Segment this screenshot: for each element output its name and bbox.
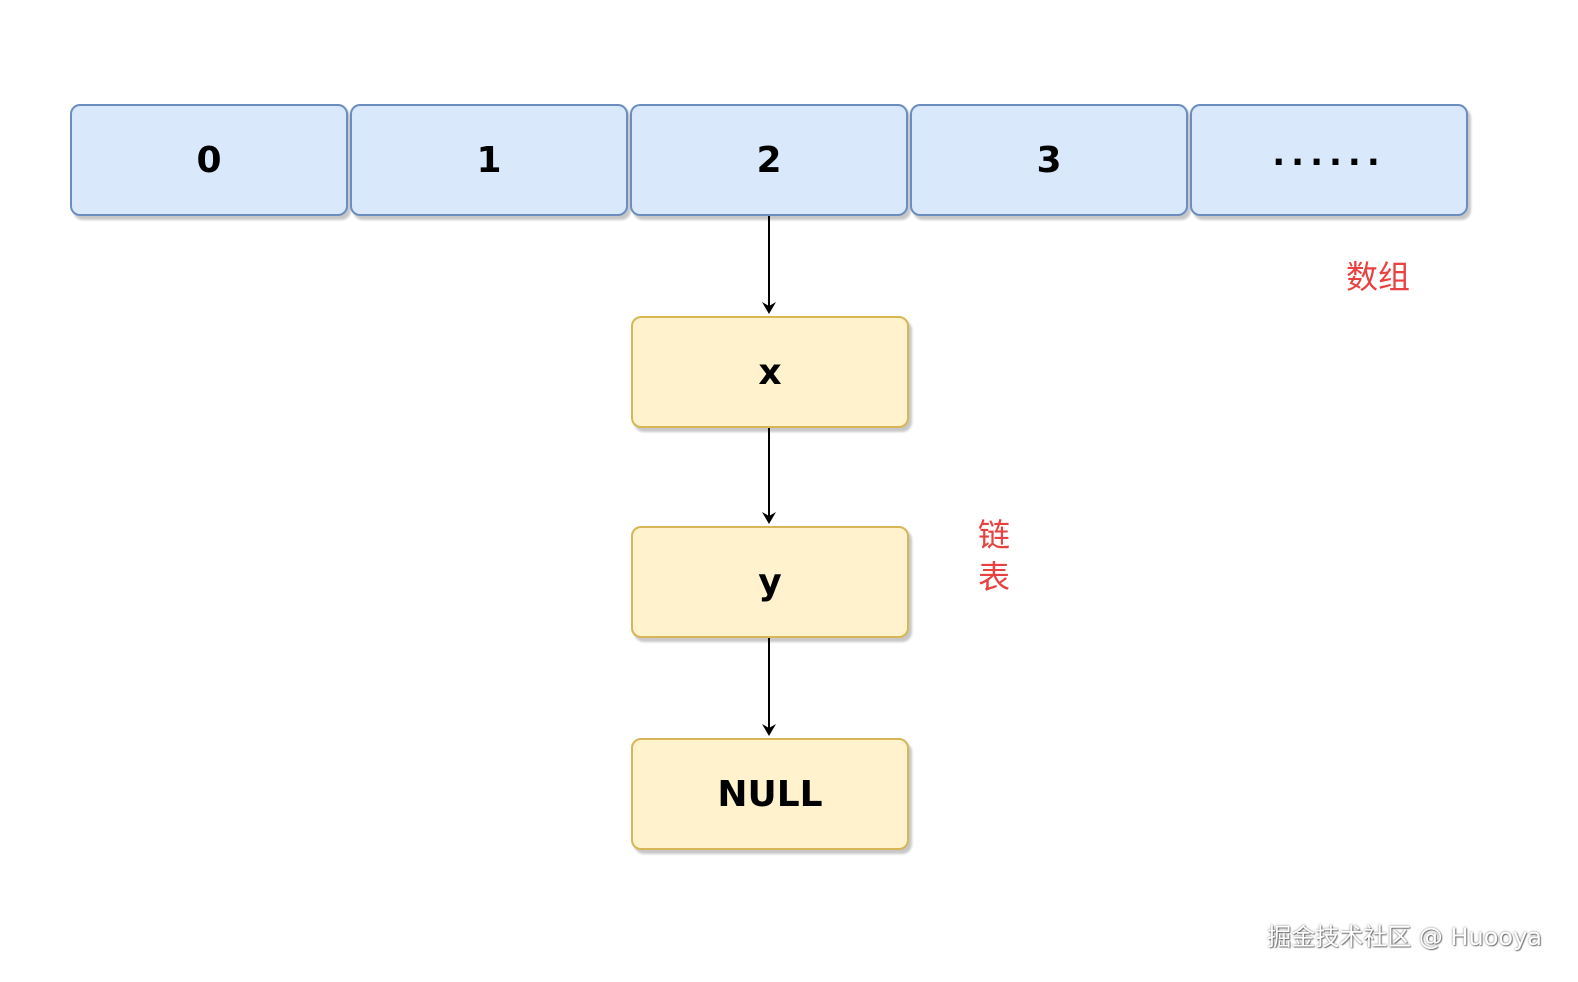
list-node-x: x — [631, 316, 909, 428]
list-node-null-label: NULL — [717, 773, 823, 815]
array-label: 数组 — [1346, 258, 1411, 296]
array-cell-2-label: 2 — [756, 139, 782, 181]
array-cell-ellipsis-label: ...... — [1272, 134, 1386, 174]
array-cell-1-label: 1 — [476, 139, 502, 181]
array-cell-3-label: 3 — [1036, 139, 1062, 181]
array-cell-3: 3 — [910, 104, 1188, 216]
list-node-x-label: x — [758, 351, 782, 393]
list-node-null: NULL — [631, 738, 909, 850]
list-label: 链表 — [977, 516, 1010, 596]
list-node-y-label: y — [758, 561, 782, 603]
array-cell-ellipsis: ...... — [1190, 104, 1468, 216]
watermark: 掘金技术社区 @ Huooya — [1267, 923, 1542, 951]
list-node-y: y — [631, 526, 909, 638]
array-cell-1: 1 — [350, 104, 628, 216]
array-cell-2: 2 — [630, 104, 908, 216]
array-cell-0: 0 — [70, 104, 348, 216]
array-cell-0-label: 0 — [196, 139, 222, 181]
